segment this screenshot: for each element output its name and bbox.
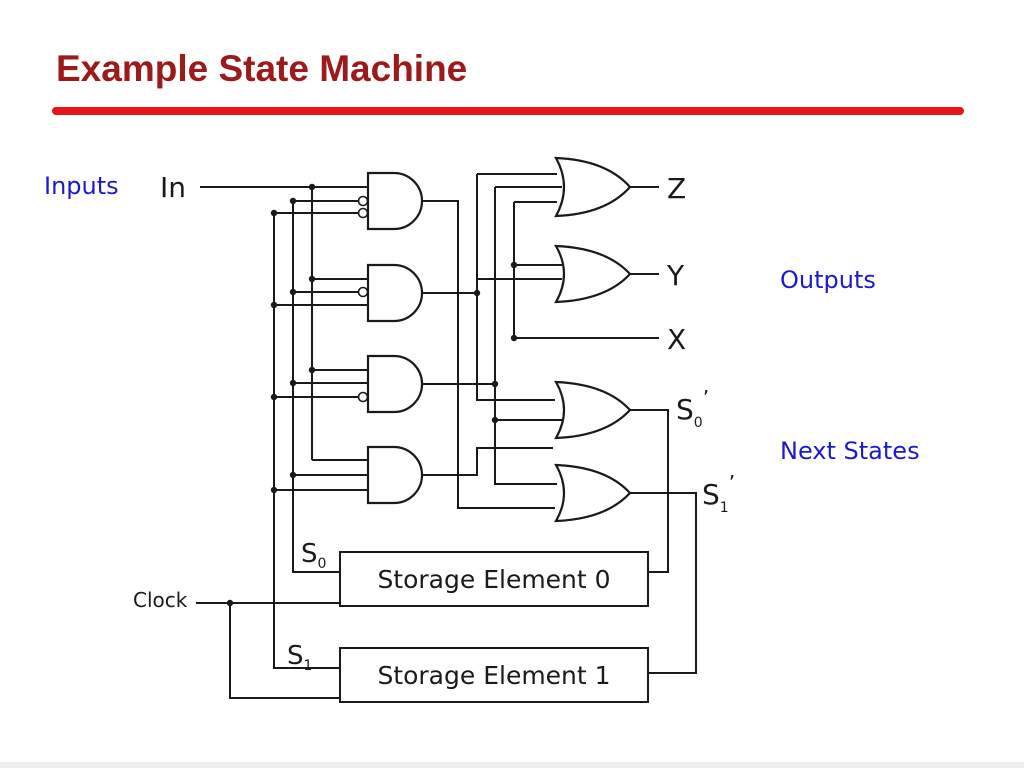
and1-output-wire	[422, 200, 555, 509]
junction-dot	[308, 366, 316, 374]
state-0-label: S0	[301, 539, 326, 572]
next-states-callout: Next States	[780, 437, 920, 465]
output-x-label: X	[667, 323, 686, 356]
junction-dot	[308, 275, 316, 283]
and-gate-4	[366, 445, 424, 505]
s0-next-wire	[630, 409, 669, 573]
inverter-bubble	[357, 195, 369, 207]
junction-dot	[510, 334, 518, 342]
junction-dot	[491, 380, 499, 388]
storage-element-1	[339, 647, 649, 703]
slide-title: Example State Machine	[56, 48, 468, 89]
or-gate-y	[554, 244, 632, 304]
junction-dot	[289, 288, 297, 296]
next-state-0-label: S0’	[676, 386, 709, 431]
inverter-bubble	[357, 391, 369, 403]
outputs-callout: Outputs	[780, 266, 876, 294]
inputs-callout: Inputs	[44, 172, 119, 200]
or-gate-z	[554, 156, 632, 218]
next-state-1-label: S1’	[702, 471, 735, 516]
state-1-label: S1	[287, 641, 312, 674]
s0-bus	[292, 201, 340, 573]
junction-dot	[270, 301, 278, 309]
junction-dot	[308, 183, 316, 191]
output-z-label: Z	[667, 172, 686, 205]
or-gate-s1	[554, 463, 632, 523]
bus-a	[476, 174, 555, 401]
or-gate-s0	[554, 380, 632, 440]
footer-strip	[0, 762, 1024, 768]
junction-dot	[289, 379, 297, 387]
junction-dot	[270, 393, 278, 401]
junction-dot	[510, 261, 518, 269]
s1-next-wire	[630, 492, 697, 674]
input-label: In	[160, 171, 186, 204]
and-gate-1	[366, 171, 424, 231]
storage-element-0-label: Storage Element 0	[377, 565, 610, 594]
title-underline	[52, 107, 964, 115]
clock-branch-wire	[229, 603, 340, 699]
junction-dot	[270, 486, 278, 494]
and-gate-2	[366, 263, 424, 323]
storage-element-0	[339, 551, 649, 607]
clock-label: Clock	[133, 588, 188, 612]
junction-dot	[289, 197, 297, 205]
and4-output-wire	[422, 447, 553, 476]
junction-dot	[270, 209, 278, 217]
junction-dot	[473, 289, 481, 297]
and-gate-3	[366, 354, 424, 414]
inverter-bubble	[357, 286, 369, 298]
output-y-label: Y	[666, 259, 685, 292]
inverter-bubble	[357, 207, 369, 219]
junction-dot	[491, 416, 499, 424]
bus-b	[494, 187, 557, 485]
s1-bus	[273, 213, 340, 669]
junction-dot	[289, 471, 297, 479]
storage-element-1-label: Storage Element 1	[377, 661, 610, 690]
